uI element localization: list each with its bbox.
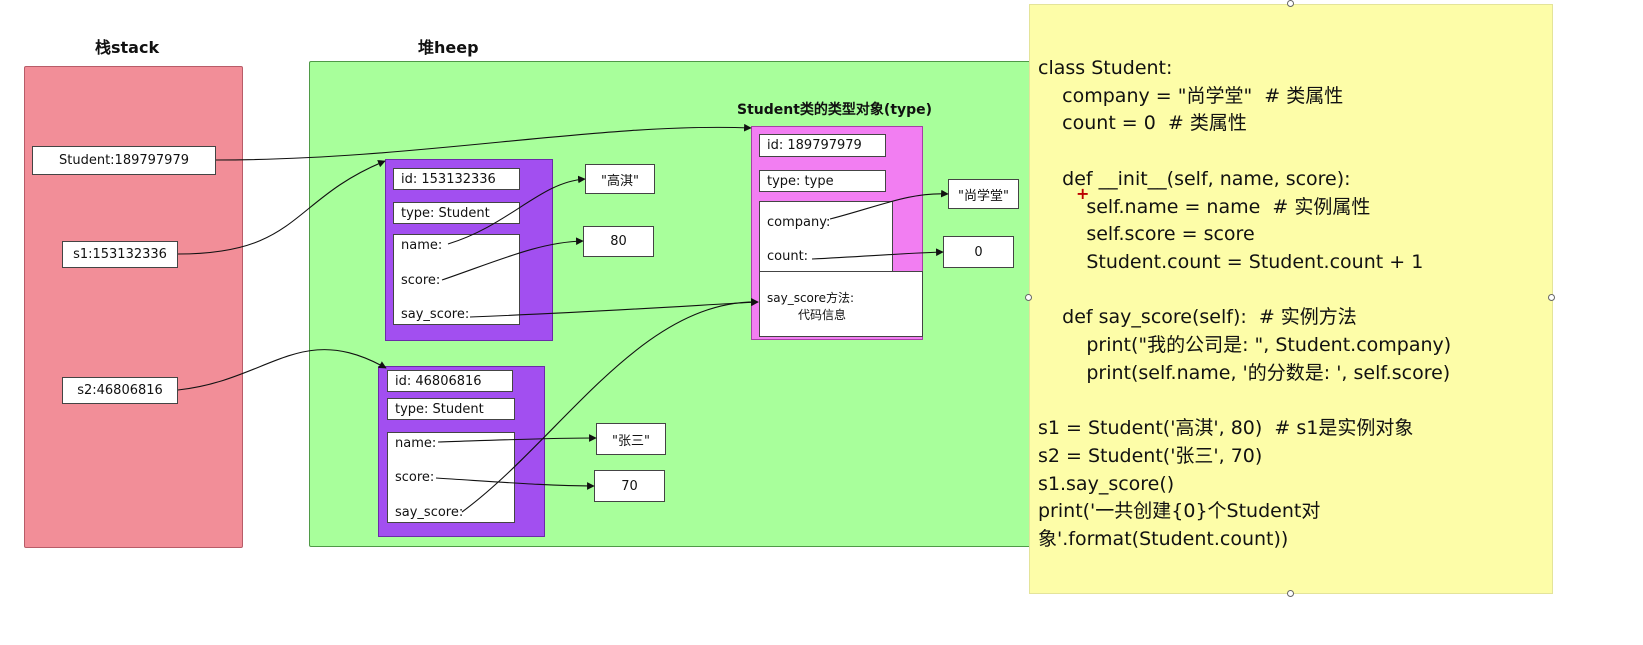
resize-handle-bottom[interactable] <box>1287 590 1294 597</box>
value-shangxuetang: "尚学堂" <box>948 179 1019 209</box>
value-zhangsan: "张三" <box>596 423 666 455</box>
s2-score-field: score: <box>395 470 435 485</box>
s1-name-field: name: <box>401 238 443 253</box>
type-object-type: type: type <box>759 170 886 192</box>
value-0: 0 <box>943 236 1014 268</box>
code-panel[interactable]: class Student: company = "尚学堂" # 类属性 cou… <box>1029 4 1553 594</box>
heap-title: 堆heep <box>418 38 479 57</box>
say-score-method-label: say_score方法: <box>767 291 854 305</box>
method-code-info: 代码信息 <box>798 308 847 322</box>
resize-handle-left[interactable] <box>1025 294 1032 301</box>
type-object-title: Student类的类型对象(type) <box>737 102 933 118</box>
s2-fields: name: score: say_score: <box>387 432 515 523</box>
value-gaoqi: "高淇" <box>585 164 655 194</box>
s2-type: type: Student <box>387 398 515 420</box>
s1-type: type: Student <box>393 202 520 224</box>
stack-item-student: Student:189797979 <box>32 146 216 175</box>
stack-panel <box>24 66 243 548</box>
s1-fields: name: score: say_score: <box>393 234 520 325</box>
s1-score-field: score: <box>401 273 441 288</box>
s2-name-field: name: <box>395 436 437 451</box>
type-object-class-attrs: company: count: <box>759 201 893 272</box>
s1-say-score-field: say_score: <box>401 307 470 322</box>
company-field: company: <box>767 215 831 230</box>
value-80: 80 <box>583 226 654 257</box>
type-object-method-area: say_score方法: 代码信息 <box>759 271 923 337</box>
s2-say-score-field: say_score: <box>395 505 464 520</box>
cursor-plus-icon: + <box>1076 184 1090 203</box>
value-70: 70 <box>594 470 665 502</box>
count-field: count: <box>767 249 809 264</box>
code-text[interactable]: class Student: company = "尚学堂" # 类属性 cou… <box>1038 57 1452 550</box>
resize-handle-top[interactable] <box>1287 0 1294 7</box>
s2-id: id: 46806816 <box>387 370 513 392</box>
s1-id: id: 153132336 <box>393 168 520 190</box>
stack-title: 栈stack <box>95 38 160 57</box>
stack-item-s1: s1:153132336 <box>62 241 178 268</box>
type-object-id: id: 189797979 <box>759 134 886 157</box>
resize-handle-right[interactable] <box>1548 294 1555 301</box>
stack-item-s2: s2:46806816 <box>62 377 178 404</box>
